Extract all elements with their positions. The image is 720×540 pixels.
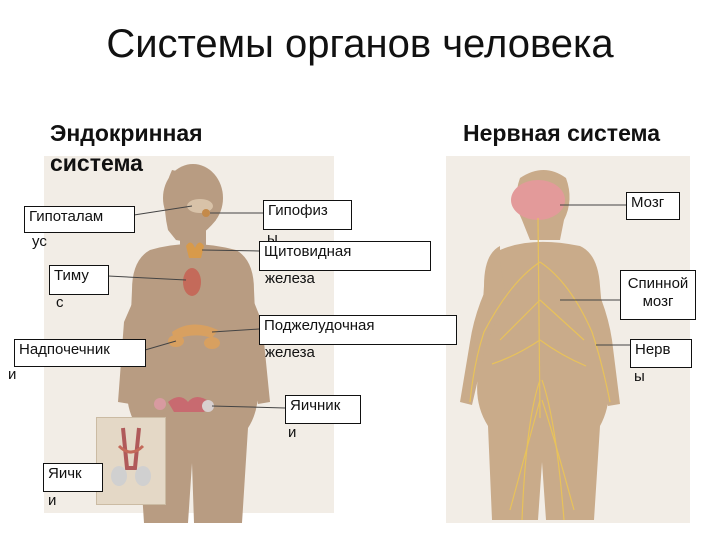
nerves-lines [469,217,611,521]
thyroid-organ [186,242,204,258]
thymus-label: Тиму [49,265,109,295]
spinal-cord-label: Спинной мозг [620,270,696,320]
thymus-label-overflow: с [56,294,64,311]
testes-inset [96,417,166,505]
testes-label: Яичк [43,463,103,492]
page-title: Системы органов человека [106,22,614,66]
adrenal-organ-right [204,337,220,349]
uterus-organ [168,397,210,412]
ovaries-label: Яичник [285,395,361,424]
endocrine-connectors [107,205,286,409]
testes-illustration [111,427,151,486]
thymus-organ [183,268,201,296]
nervous-heading: Нервная система [463,120,661,146]
brain-label: Мозг [626,192,680,220]
pancreas-label-overflow: железа [265,344,315,361]
ovary-left-organ [154,398,166,410]
pancreas-label: Поджелудочная [259,315,457,345]
pituitary-organ [202,209,210,217]
adrenal-label: Надпочечник [14,339,146,367]
endocrine-heading: Эндокринная система [50,120,203,176]
testes-label-overflow: и [48,492,57,509]
thyroid-label: Щитовидная [259,241,431,271]
ovary-right-organ [202,400,214,412]
thyroid-label-overflow: железа [265,270,315,287]
nervous-connectors [560,204,630,346]
nerves-label: Нерв [630,339,692,368]
pituitary-label: Гипофиз [263,200,352,230]
pituitary-label-overflow: ы [267,230,278,247]
hypothalamus-label-overflow: ус [32,233,47,250]
endocrine-organs [154,199,220,412]
pancreas-organ [172,324,218,340]
hypothalamus-label: Гипоталам [24,206,135,233]
brain-organ [511,180,565,220]
adrenal-label-overflow: и [8,366,17,383]
ovaries-label-overflow: и [288,424,297,441]
nerves-label-overflow: ы [634,368,645,385]
